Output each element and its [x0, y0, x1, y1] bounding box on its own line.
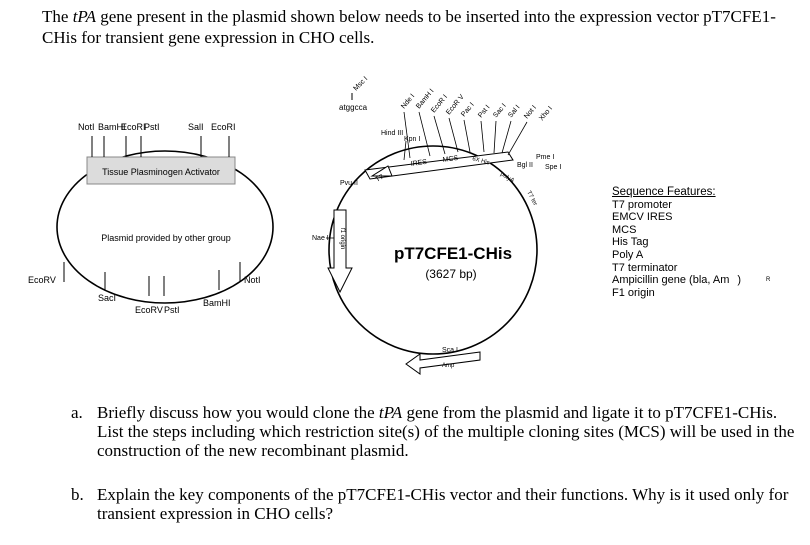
bottom-site-noti: NotI [244, 275, 261, 285]
site-spei: Spe I [545, 164, 561, 171]
bottom-site-bamhi: BamHI [203, 298, 231, 308]
donor-plasmid-circle [56, 150, 274, 304]
t7-promoter-arrow [370, 165, 393, 177]
site-naei: Nae I [312, 235, 329, 242]
donor-plasmid: Tissue Plasminogen Activator Plasmid pro… [28, 122, 274, 315]
bottom-site-ecorv-2: EcoRV [135, 305, 163, 315]
bottom-site-saci: SacI [98, 293, 116, 303]
tpa-insert-box [86, 156, 236, 185]
feature-item: T7 promoter [612, 198, 672, 211]
feature-mcs: MCS [442, 155, 459, 164]
intro-text: The tPA gene present in the plasmid show… [42, 7, 776, 47]
top-site-noti: NotI [78, 122, 95, 132]
site-msci: Msc I [352, 76, 369, 93]
top-site-sali: SalI [188, 122, 204, 132]
feature-6xhis: 6X His [471, 156, 490, 166]
question-a: a. Briefly discuss how you would clone t… [71, 403, 795, 460]
mcs-bar [364, 151, 514, 180]
vector-size: (3627 bp) [425, 267, 476, 281]
site-ndei: Nde I [400, 93, 416, 110]
feature-amp: Amp [442, 363, 455, 369]
top-site-psti: PstI [144, 122, 160, 132]
feature-item: MCS [612, 223, 637, 236]
question-a-label: a. [71, 403, 83, 422]
feature-t7: T7 [375, 174, 386, 184]
feature-item: EMCV IRES [612, 211, 673, 224]
top-site-ecori: EcoRI [121, 122, 146, 132]
site-pvuii: Pvu II [340, 180, 358, 187]
sequence-features-heading: Sequence Features: [612, 186, 716, 198]
site-scai: Sca I [442, 347, 458, 354]
feature-ires: IRES [410, 159, 427, 168]
feature-item: T7 terminator [612, 261, 678, 274]
vector-map: IRES MCS 6X His polyA T7 ter T7 f1 origi… [312, 76, 561, 375]
feature-item: Poly A [612, 248, 644, 261]
vector-name: pT7CFE1-CHis [394, 244, 512, 263]
gene-name: tPA [72, 7, 96, 26]
bottom-site-ecorv: EcoRV [28, 275, 56, 285]
donor-inner-label: Plasmid provided by other group [101, 233, 231, 243]
site-xhoi: Xho I [538, 105, 554, 122]
sequence-features: Sequence Features: T7 promoter EMCV IRES… [612, 186, 741, 299]
bottom-site-psti: PstI [164, 305, 180, 315]
question-b: b. Explain the key components of the pT7… [71, 485, 789, 523]
top-site-bamhi: BamHI [98, 122, 126, 132]
feature-item: Ampicillin gene (bla, AmR) [612, 274, 742, 287]
site-psti: Pst I [477, 104, 491, 119]
amp-arrow [405, 351, 481, 375]
site-saci: Sac I [492, 103, 508, 120]
site-kpni: Kpn I [404, 136, 420, 143]
site-pmei: Pme I [536, 154, 554, 161]
site-bglii: Bgl II [517, 162, 533, 169]
site-hindiii: Hind III [381, 130, 403, 137]
feature-item: His Tag [612, 236, 649, 249]
feature-item: F1 origin [612, 286, 655, 299]
site-sali: Sal I [507, 104, 521, 119]
site-noti: Not I [523, 104, 538, 120]
amp-superscript: R [766, 277, 771, 283]
tpa-insert-label: Tissue Plasminogen Activator [102, 167, 220, 177]
site-paci: Pac I [460, 102, 476, 119]
f1-origin-arrow [327, 209, 353, 294]
top-site-ecori-2: EcoRI [211, 122, 236, 132]
feature-polya: polyA [499, 172, 515, 185]
feature-f1-origin: f1 origin [339, 228, 345, 249]
vector-seq: atggcca [339, 103, 368, 112]
question-b-label: b. [71, 485, 84, 504]
vector-circle [328, 145, 538, 355]
